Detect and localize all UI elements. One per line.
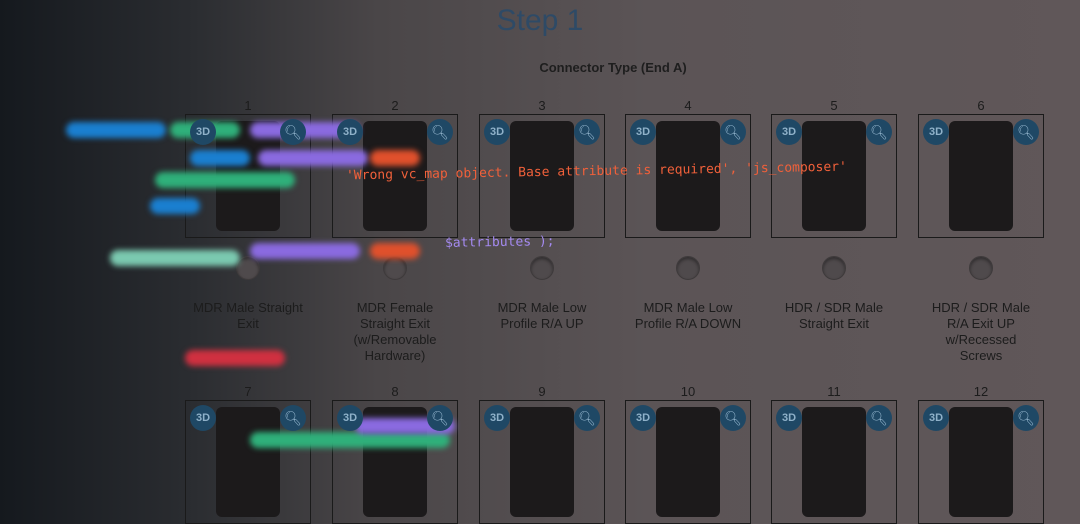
3d-view-icon[interactable]: 3D xyxy=(776,405,802,431)
3d-view-icon[interactable]: 3D xyxy=(337,119,363,145)
zoom-icon[interactable]: 🔍︎ xyxy=(280,119,306,145)
option-number: 10 xyxy=(680,384,696,399)
section-title: Connector Type (End A) xyxy=(539,60,687,75)
zoom-icon[interactable]: 🔍︎ xyxy=(280,405,306,431)
option-label: HDR / SDR Male R/A Exit UP w/Recessed Sc… xyxy=(931,300,1031,363)
code-blur xyxy=(185,350,285,366)
connector-image[interactable]: 3D 🔍︎ xyxy=(332,114,458,238)
connector-image[interactable]: 3D 🔍︎ xyxy=(479,114,605,238)
code-blur xyxy=(250,432,450,448)
option-number: 1 xyxy=(244,98,252,113)
connector-option[interactable]: 8 3D 🔍︎ xyxy=(332,384,458,524)
connector-option[interactable]: 11 3D 🔍︎ xyxy=(771,384,897,524)
connector-photo xyxy=(949,407,1013,517)
zoom-icon[interactable]: 🔍︎ xyxy=(866,119,892,145)
option-label: MDR Female Straight Exit (w/Removable Ha… xyxy=(353,300,437,363)
code-blur xyxy=(150,198,200,214)
code-blur xyxy=(155,172,295,188)
3d-view-icon[interactable]: 3D xyxy=(190,119,216,145)
option-number: 7 xyxy=(244,384,252,399)
code-blur xyxy=(250,243,360,259)
connector-photo xyxy=(949,121,1013,231)
zoom-icon[interactable]: 🔍︎ xyxy=(574,405,600,431)
connector-photo xyxy=(510,121,574,231)
connector-option[interactable]: 6 3D 🔍︎ HDR / SDR Male R/A Exit UP w/Rec… xyxy=(918,98,1044,364)
3d-view-icon[interactable]: 3D xyxy=(630,119,656,145)
option-label: MDR Male Straight Exit xyxy=(193,300,303,331)
zoom-icon[interactable]: 🔍︎ xyxy=(427,119,453,145)
3d-view-icon[interactable]: 3D xyxy=(776,119,802,145)
option-number: 2 xyxy=(391,98,399,113)
option-number: 9 xyxy=(538,384,546,399)
zoom-icon[interactable]: 🔍︎ xyxy=(1013,119,1039,145)
code-blur xyxy=(110,250,240,266)
connector-image[interactable]: 3D 🔍︎ xyxy=(625,400,751,524)
3d-view-icon[interactable]: 3D xyxy=(337,405,363,431)
step-title: Step 1 xyxy=(496,4,584,37)
connector-option[interactable]: 7 3D 🔍︎ xyxy=(185,384,311,524)
zoom-icon[interactable]: 🔍︎ xyxy=(720,119,746,145)
select-radio[interactable] xyxy=(236,256,260,280)
option-number: 8 xyxy=(391,384,399,399)
connector-option[interactable]: 5 3D 🔍︎ HDR / SDR Male Straight Exit xyxy=(771,98,897,332)
connector-image[interactable]: 3D 🔍︎ xyxy=(918,114,1044,238)
connector-option[interactable]: 12 3D 🔍︎ xyxy=(918,384,1044,524)
connector-option[interactable]: 4 3D 🔍︎ MDR Male Low Profile R/A DOWN xyxy=(625,98,751,332)
code-blur xyxy=(258,150,368,166)
option-number: 6 xyxy=(977,98,985,113)
option-label: MDR Male Low Profile R/A DOWN xyxy=(634,300,742,331)
connector-image[interactable]: 3D 🔍︎ xyxy=(771,114,897,238)
connector-image[interactable]: 3D 🔍︎ xyxy=(771,400,897,524)
connector-photo xyxy=(802,121,866,231)
connector-photo xyxy=(216,407,280,517)
select-radio[interactable] xyxy=(383,256,407,280)
3d-view-icon[interactable]: 3D xyxy=(630,405,656,431)
connector-image[interactable]: 3D 🔍︎ xyxy=(918,400,1044,524)
3d-view-icon[interactable]: 3D xyxy=(484,119,510,145)
zoom-icon[interactable]: 🔍︎ xyxy=(866,405,892,431)
3d-view-icon[interactable]: 3D xyxy=(484,405,510,431)
connector-photo xyxy=(656,121,720,231)
connector-photo xyxy=(363,121,427,231)
select-radio[interactable] xyxy=(530,256,554,280)
select-radio[interactable] xyxy=(822,256,846,280)
connector-option[interactable]: 1 3D 🔍︎ MDR Male Straight Exit xyxy=(185,98,311,332)
3d-view-icon[interactable]: 3D xyxy=(923,405,949,431)
connector-photo xyxy=(802,407,866,517)
code-blur xyxy=(370,150,420,166)
connector-option[interactable]: 3 3D 🔍︎ MDR Male Low Profile R/A UP xyxy=(479,98,605,332)
connector-image[interactable]: 3D 🔍︎ xyxy=(185,400,311,524)
option-number: 11 xyxy=(827,384,841,399)
select-radio[interactable] xyxy=(676,256,700,280)
option-number: 5 xyxy=(830,98,838,113)
select-radio[interactable] xyxy=(969,256,993,280)
option-number: 12 xyxy=(973,384,989,399)
zoom-icon[interactable]: 🔍︎ xyxy=(574,119,600,145)
zoom-icon[interactable]: 🔍︎ xyxy=(1013,405,1039,431)
option-label: MDR Male Low Profile R/A UP xyxy=(497,300,587,331)
connector-photo xyxy=(510,407,574,517)
3d-view-icon[interactable]: 3D xyxy=(190,405,216,431)
code-blur xyxy=(190,150,250,166)
connector-option[interactable]: 2 3D 🔍︎ MDR Female Straight Exit (w/Remo… xyxy=(332,98,458,364)
zoom-icon[interactable]: 🔍︎ xyxy=(427,405,453,431)
option-number: 4 xyxy=(684,98,692,113)
connector-photo xyxy=(656,407,720,517)
connector-option[interactable]: 9 3D 🔍︎ xyxy=(479,384,605,524)
code-blur xyxy=(370,243,420,259)
connector-image[interactable]: 3D 🔍︎ xyxy=(479,400,605,524)
zoom-icon[interactable]: 🔍︎ xyxy=(720,405,746,431)
code-attributes: $attributes ); xyxy=(444,234,555,251)
code-blur xyxy=(66,122,166,138)
option-label: HDR / SDR Male Straight Exit xyxy=(784,300,884,331)
connector-option[interactable]: 10 3D 🔍︎ xyxy=(625,384,751,524)
option-number: 3 xyxy=(538,98,546,113)
connector-image[interactable]: 3D 🔍︎ xyxy=(625,114,751,238)
3d-view-icon[interactable]: 3D xyxy=(923,119,949,145)
